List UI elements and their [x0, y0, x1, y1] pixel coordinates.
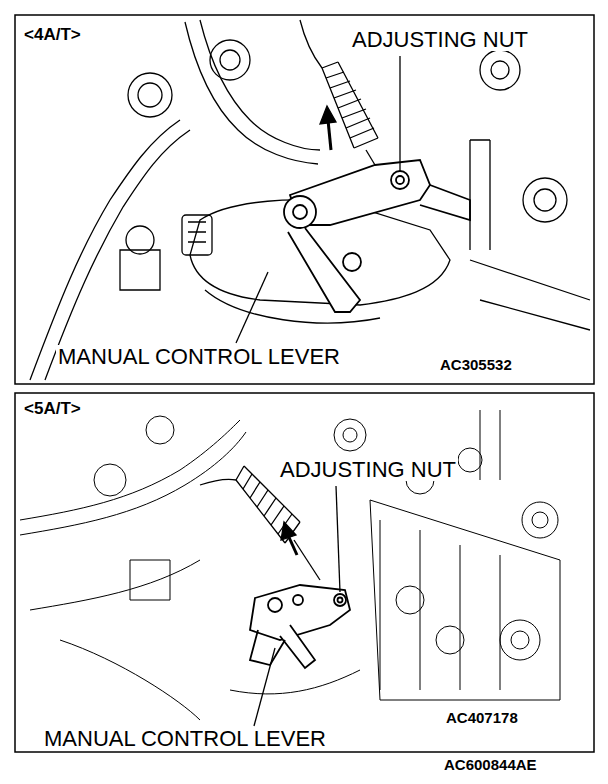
line-art — [334, 419, 366, 451]
part-name: ADJUSTING NUT — [350, 28, 530, 51]
line-art — [491, 61, 509, 79]
line-art — [294, 540, 320, 580]
line-art — [268, 598, 282, 612]
line-art — [522, 502, 558, 538]
part-name: MANUAL CONTROL LEVER — [42, 727, 328, 750]
figure-code: AC600844AE — [442, 757, 539, 773]
line-art — [511, 631, 529, 649]
panel-title: <5A/T> — [22, 400, 83, 418]
figure-code: AC407178 — [444, 710, 520, 726]
line-art — [284, 196, 316, 228]
line-art — [120, 250, 160, 290]
line-art — [293, 595, 303, 605]
arrow-head — [281, 522, 296, 540]
line-art — [146, 416, 174, 444]
line-art — [130, 560, 170, 600]
line-art — [293, 205, 307, 219]
line-art — [280, 625, 315, 668]
line-art — [470, 260, 590, 330]
line-art — [334, 594, 346, 606]
line-art — [250, 630, 285, 665]
line-art — [458, 448, 482, 472]
line-art — [188, 222, 206, 242]
line-art — [126, 226, 154, 254]
line-art — [185, 22, 318, 164]
line-art — [60, 640, 200, 720]
panel-title: <4A/T> — [22, 26, 83, 44]
part-name: ADJUSTING NUT — [278, 458, 458, 481]
cable-boot-bottom — [200, 466, 320, 580]
engine-parts-bottom — [20, 410, 560, 720]
line-art — [480, 410, 500, 480]
leader-line — [236, 272, 268, 343]
line-art — [370, 500, 560, 700]
manual-control-lever-bottom — [250, 585, 350, 668]
line-art — [30, 560, 200, 610]
line-art — [534, 189, 556, 211]
line-art — [338, 598, 343, 603]
leader-line — [399, 56, 400, 172]
leader-line — [336, 486, 340, 592]
line-art — [182, 215, 212, 255]
line-art — [128, 73, 172, 117]
line-art — [200, 20, 320, 150]
line-art — [200, 479, 236, 485]
line-art — [230, 670, 360, 694]
line-art — [250, 585, 350, 640]
line-art — [45, 130, 190, 380]
line-art — [343, 253, 361, 271]
part-name: MANUAL CONTROL LEVER — [56, 345, 342, 368]
direction-arrow — [288, 535, 297, 555]
line-art — [210, 40, 250, 80]
arrow-head — [320, 106, 336, 124]
line-art — [500, 620, 540, 660]
figure-code: AC305532 — [438, 357, 514, 373]
line-art — [532, 512, 548, 528]
line-art — [470, 140, 490, 250]
manual-control-lever-top — [284, 160, 470, 312]
line-art — [343, 428, 357, 442]
line-art — [523, 178, 567, 222]
panel-frame — [15, 393, 594, 752]
line-art — [94, 464, 126, 496]
engine-parts-top — [30, 20, 590, 380]
line-art — [480, 50, 520, 90]
panel-frame — [15, 15, 594, 384]
line-art — [20, 432, 246, 535]
line-art — [391, 171, 409, 189]
leader-line — [254, 648, 275, 726]
line-art — [300, 20, 322, 68]
direction-arrow — [328, 120, 331, 150]
line-art — [420, 185, 470, 220]
line-art — [396, 176, 404, 184]
line-art — [380, 520, 500, 690]
line-art — [138, 83, 162, 107]
line-art — [288, 228, 360, 312]
line-art — [220, 50, 240, 70]
